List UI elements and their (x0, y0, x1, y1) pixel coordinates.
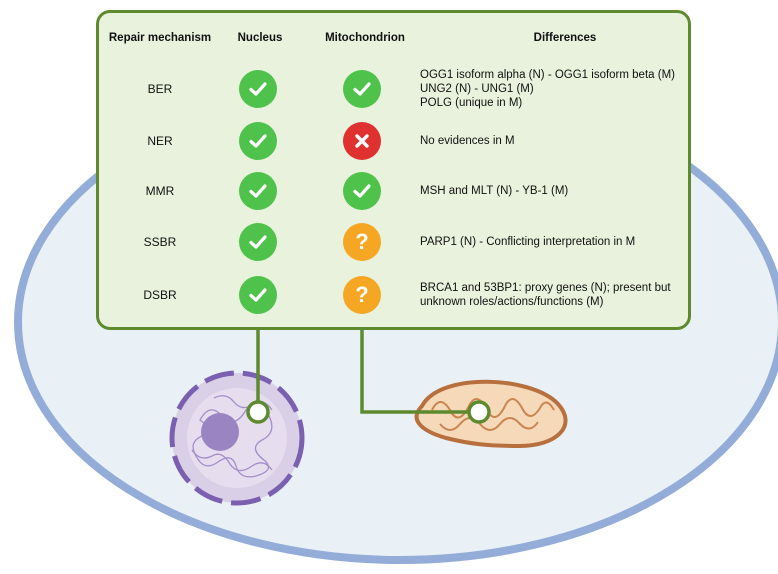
differences-line: BRCA1 and 53BP1: proxy genes (N); presen… (420, 282, 671, 294)
differences-line: OGG1 isoform alpha (N) - OGG1 isoform be… (420, 69, 675, 81)
differences-line: No evidences in M (420, 135, 515, 147)
mechanism-label: MMR (145, 184, 175, 198)
nucleus-check-icon (239, 70, 277, 108)
header-nucleus: Nucleus (237, 32, 283, 44)
mechanism-label: DSBR (143, 288, 177, 302)
comparison-panel (96, 10, 691, 330)
differences-line: MSH and MLT (N) - YB-1 (M) (420, 185, 569, 197)
differences-line: unknown roles/actions/functions (M) (420, 296, 604, 308)
nucleolus (201, 413, 239, 451)
mitochondrion-check-icon (343, 70, 381, 108)
mitochondrion-illustration (414, 379, 568, 449)
nucleus-check-icon (239, 122, 277, 160)
mitochondrion-question-icon: ? (343, 276, 381, 314)
nucleus-check-icon (239, 276, 277, 314)
mechanism-label: NER (147, 134, 173, 148)
connector-nucleus (246, 328, 270, 424)
mechanism-label: BER (147, 82, 173, 96)
question-mark-glyph: ? (355, 229, 369, 254)
differences-cell: No evidences in M (420, 134, 688, 148)
mechanism-label: SSBR (143, 235, 177, 249)
differences-cell: OGG1 isoform alpha (N) - OGG1 isoform be… (420, 68, 688, 110)
nucleus-illustration (169, 370, 305, 506)
differences-line: POLG (unique in M) (420, 97, 523, 109)
question-mark-glyph: ? (355, 282, 369, 307)
mitochondrion-cross-icon (343, 122, 381, 160)
differences-line: PARP1 (N) - Conflicting interpretation i… (420, 236, 636, 248)
differences-cell: BRCA1 and 53BP1: proxy genes (N); presen… (420, 281, 688, 309)
header-mitochondrion: Mitochondrion (325, 32, 405, 44)
nucleus-check-icon (239, 223, 277, 261)
differences-cell: MSH and MLT (N) - YB-1 (M) (420, 184, 688, 198)
header-repair-mechanism: Repair mechanism (108, 32, 212, 44)
differences-line: UNG2 (N) - UNG1 (M) (420, 83, 534, 95)
differences-cell: PARP1 (N) - Conflicting interpretation i… (420, 235, 688, 249)
header-differences: Differences (533, 32, 597, 44)
mitochondrion-question-icon: ? (343, 223, 381, 261)
connector-mitochondrion (360, 328, 491, 424)
nucleus-check-icon (239, 172, 277, 210)
mitochondrion-check-icon (343, 172, 381, 210)
